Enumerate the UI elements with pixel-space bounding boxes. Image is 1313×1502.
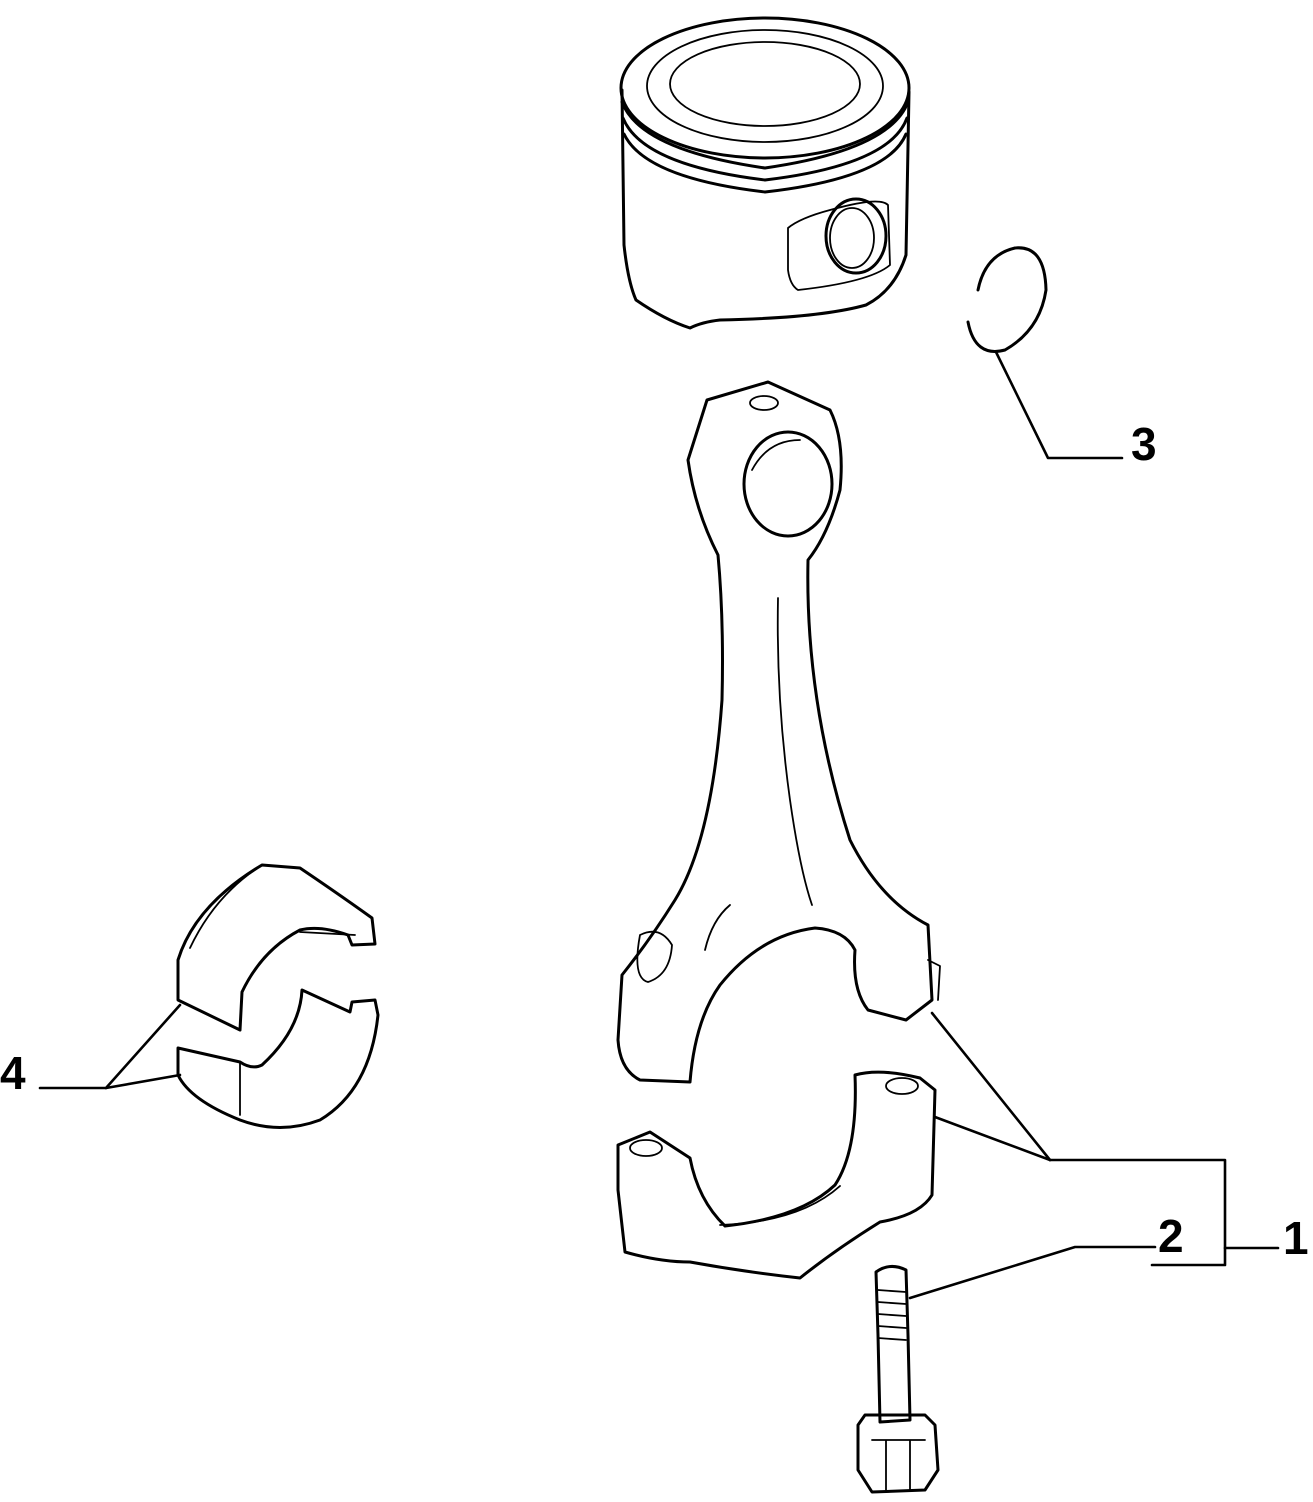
bolt-head-flats [871,1439,926,1491]
callout-2: 2 [1158,1210,1184,1262]
rod-beam-rib [776,597,813,906]
callout-3: 3 [1131,418,1157,470]
bearing-shells [176,863,380,1129]
piston-ring-groove-3 [622,132,908,194]
cap-bolt-hole-right [885,1077,919,1095]
leader-2 [908,1245,1157,1300]
cap-bolt-hole-left [629,1139,663,1157]
rod-fillet [704,904,731,951]
cap-bore-edge [719,1185,841,1226]
leader-1-cap [933,1115,1052,1162]
piston-crown-outer [619,16,911,160]
cap-body [616,1070,937,1280]
piston-ring-groove-1 [620,100,910,170]
piston-crown-ring [646,29,884,143]
leader-3 [994,350,1124,460]
leader-4-a [38,1003,182,1090]
piston-pin-hole [824,197,888,275]
piston-ring-groove-2 [621,116,909,182]
rod-bolt-boss [927,959,941,1001]
rod-small-end-bore [742,430,834,538]
piston-pin-boss [787,200,891,291]
leader-lines [38,350,1280,1300]
leader-1-rod [930,1011,1052,1162]
bearing-shell-lower [176,988,380,1129]
rod-body [616,380,934,1084]
rod-bolt [856,1265,940,1494]
bolt-shank [874,1265,912,1424]
circlip [966,246,1048,353]
piston-skirt [620,88,911,330]
circlip-ring [966,246,1048,353]
connecting-rod [616,380,941,1084]
rod-oil-hole [749,395,779,411]
rod-cap [616,1070,937,1280]
piston-crown-bowl [669,41,861,127]
rod-small-end-bushing [751,439,801,471]
bearing-shell-upper [176,863,377,1032]
callout-4: 4 [0,1047,26,1099]
callout-1: 1 [1283,1212,1309,1264]
bearing-shell-upper-tab [299,931,356,936]
piston [619,16,911,330]
rod-lower-pocket [636,930,673,983]
bolt-thread [877,1289,907,1341]
leader-4-b [104,1073,182,1090]
bearing-shell-upper-edge [189,864,263,949]
leader-1-bracket [1048,1158,1227,1267]
bolt-head [856,1413,940,1494]
piston-pin-hole-inner [829,207,875,269]
